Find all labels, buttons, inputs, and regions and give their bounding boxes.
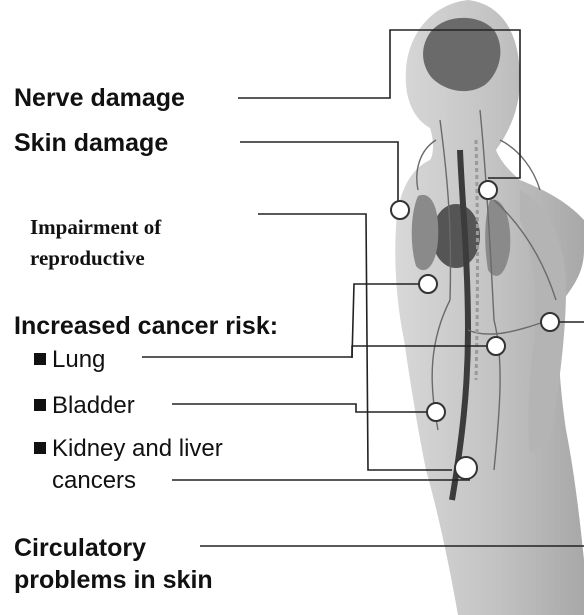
- heart: [432, 204, 480, 268]
- label-kidney-line2: cancers: [34, 465, 223, 497]
- marker-bladder: [427, 403, 445, 421]
- label-bladder-row: Bladder: [34, 392, 135, 420]
- marker-arm: [541, 313, 559, 331]
- label-circulatory-line1: Circulatory: [14, 532, 213, 564]
- marker-kidney: [455, 457, 477, 479]
- label-circulatory: Circulatory problems in skin: [14, 532, 213, 596]
- label-reproductive-line1: Impairment of: [30, 212, 161, 243]
- label-circulatory-line2: problems in skin: [14, 564, 213, 596]
- label-skin-damage: Skin damage: [14, 129, 168, 158]
- spine: [476, 140, 478, 380]
- label-bladder: Bladder: [52, 392, 135, 419]
- label-nerve-damage: Nerve damage: [14, 84, 185, 113]
- marker-nerve: [479, 181, 497, 199]
- label-reproductive: Impairment of reproductive: [30, 212, 161, 274]
- label-kidney-line1: Kidney and liver: [52, 435, 223, 462]
- bullet-icon: [34, 399, 46, 411]
- label-cancer-heading: Increased cancer risk:: [14, 312, 278, 341]
- bullet-icon: [34, 442, 46, 454]
- head-dark: [423, 18, 500, 91]
- leader-bladder: [172, 404, 436, 412]
- human-silhouette: [395, 0, 584, 615]
- marker-skin: [391, 201, 409, 219]
- marker-heart: [419, 275, 437, 293]
- marker-lung: [487, 337, 505, 355]
- label-kidney-row: Kidney and liver cancers: [34, 433, 223, 497]
- bullet-icon: [34, 353, 46, 365]
- label-lung: Lung: [52, 346, 105, 373]
- label-lung-row: Lung: [34, 346, 105, 374]
- label-reproductive-line2: reproductive: [30, 243, 161, 274]
- leader-skin: [240, 142, 398, 210]
